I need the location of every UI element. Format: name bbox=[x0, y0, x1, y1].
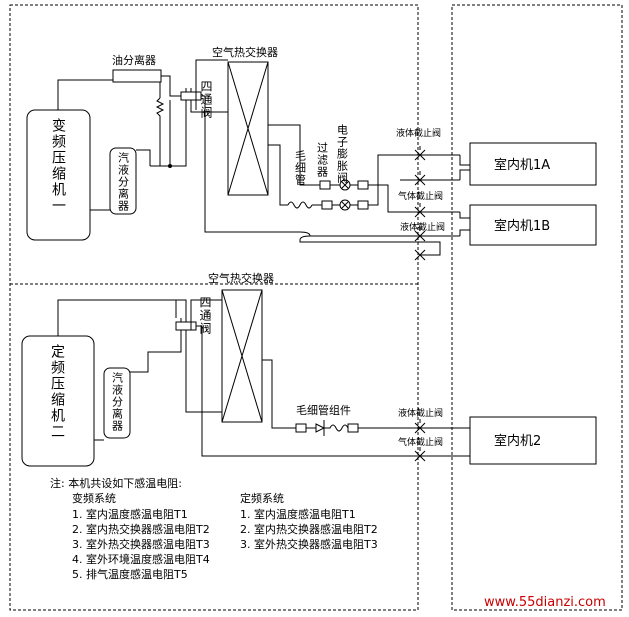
indoor-unit-1b bbox=[469, 204, 597, 246]
accumulator-1 bbox=[109, 147, 137, 215]
accumulator-2 bbox=[103, 367, 131, 439]
valve-label-1: 液体截止阀 bbox=[396, 127, 441, 139]
four-way-valve-2-label: 四通阀 bbox=[198, 296, 212, 335]
heat-exchanger-1-label: 空气热交换器 bbox=[212, 45, 278, 59]
accumulator-2-label: 汽液分离器 bbox=[111, 371, 124, 432]
heat-exchanger-1 bbox=[227, 61, 269, 196]
valve-label-3: 液体截止阀 bbox=[400, 221, 445, 233]
inverter-item-3: 3. 室外热交换器感温电阻T3 bbox=[72, 538, 210, 551]
indoor-unit-1b-label: 室内机1B bbox=[494, 218, 550, 234]
expansion-valve-1-label: 电子膨胀阀 bbox=[336, 124, 349, 184]
four-way-valve-1-label: 四通阀 bbox=[199, 80, 213, 119]
fixed-item-3: 3. 室外热交换器感温电阻T3 bbox=[240, 538, 378, 551]
inverter-item-4: 4. 室外环境温度感温电阻T4 bbox=[72, 553, 210, 566]
filter-1-label: 过滤器 bbox=[316, 142, 329, 178]
capillary-1 bbox=[287, 201, 313, 209]
four-way-valve-2 bbox=[175, 321, 197, 331]
notes-title: 注: 本机共设如下感温电阻: bbox=[50, 477, 182, 490]
capillary-assembly-2 bbox=[324, 424, 349, 432]
capillary-oil-return bbox=[155, 97, 170, 167]
outdoor-unit-boundary bbox=[9, 4, 419, 611]
four-way-valve-1 bbox=[180, 91, 202, 101]
compressor-1-label: 变频压缩机一 bbox=[50, 118, 66, 214]
watermark: www.55dianzi.com bbox=[484, 595, 606, 610]
fixed-heading: 定频系统 bbox=[240, 492, 284, 505]
filter-1 bbox=[321, 200, 333, 210]
stop-valves-unit2 bbox=[400, 419, 470, 462]
heat-exchanger-2-label: 空气热交换器 bbox=[208, 271, 274, 285]
stop-valves-unit1 bbox=[400, 146, 470, 261]
indoor-unit-1a bbox=[469, 142, 597, 186]
inverter-item-1: 1. 室内温度感温电阻T1 bbox=[72, 508, 188, 521]
valve-label-5: 液体截止阀 bbox=[398, 407, 443, 419]
valve-label-6: 气体截止阀 bbox=[398, 436, 443, 448]
indoor-unit-1a-label: 室内机1A bbox=[494, 157, 550, 173]
accumulator-1-label: 汽液分离器 bbox=[117, 151, 130, 212]
capillary-1-label: 毛细管 bbox=[294, 150, 307, 186]
heat-exchanger-2 bbox=[221, 289, 263, 423]
compressor-2-label: 定频压缩机二 bbox=[49, 344, 65, 440]
inverter-item-2: 2. 室内热交换器感温电阻T2 bbox=[72, 523, 210, 536]
indoor-unit-2 bbox=[469, 416, 597, 465]
capillary-assembly-2-label: 毛细管组件 bbox=[296, 403, 351, 417]
check-valve-2 bbox=[315, 423, 326, 433]
oil-separator-label: 油分离器 bbox=[112, 53, 156, 67]
fixed-item-2: 2. 室内热交换器感温电阻T2 bbox=[240, 523, 378, 536]
oil-separator bbox=[112, 69, 162, 83]
indoor-unit-2-label: 室内机2 bbox=[494, 433, 541, 449]
inverter-item-5: 5. 排气温度感温电阻T5 bbox=[72, 568, 188, 581]
indoor-unit-boundary bbox=[451, 4, 623, 611]
inverter-heading: 变频系统 bbox=[72, 492, 116, 505]
valve-label-2: 气体截止阀 bbox=[398, 190, 443, 202]
fixed-item-1: 1. 室内温度感温电阻T1 bbox=[240, 508, 356, 521]
